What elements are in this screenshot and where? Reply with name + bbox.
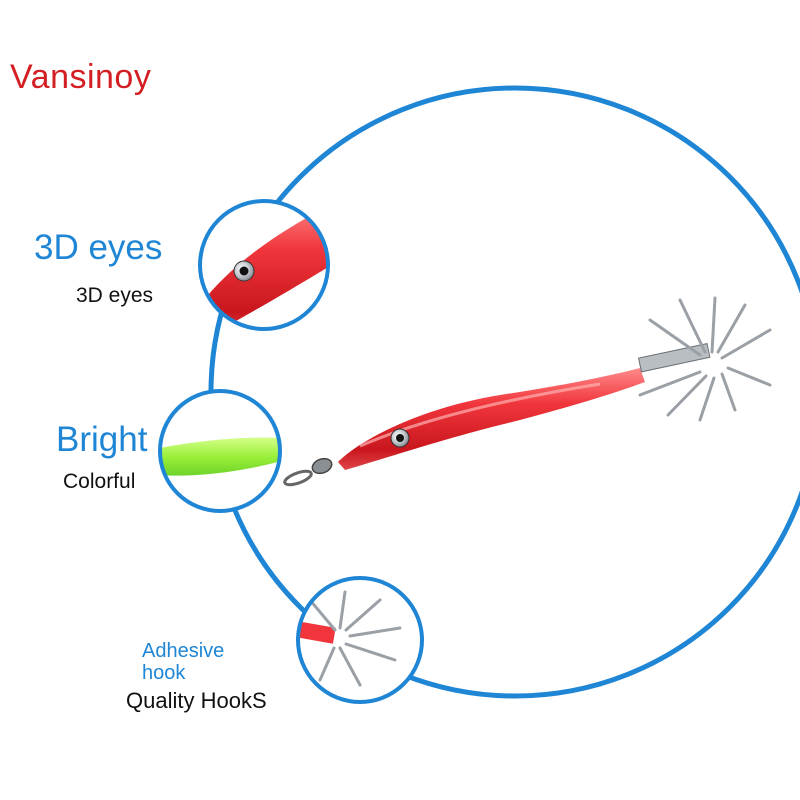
feature-subtitle-eyes: 3D eyes [76,284,154,307]
background-ring [208,85,800,699]
bright-inset [158,389,282,513]
feature-title-hook: Adhesive hook [142,640,225,684]
hook-inset [296,576,424,704]
feature-title-eyes: 3D eyes [34,228,163,267]
feature-subtitle-bright: Colorful [63,470,136,493]
squid-jig-lure [283,296,772,487]
eyes-inset [198,199,330,331]
brand-logo-text: Vansinoy [10,58,152,96]
feature-title-bright: Bright [56,420,148,459]
feature-subtitle-hook: Quality HookS [126,688,267,713]
